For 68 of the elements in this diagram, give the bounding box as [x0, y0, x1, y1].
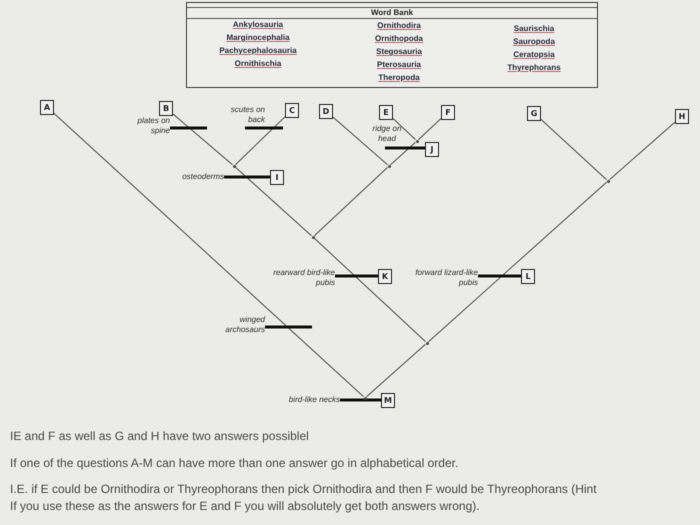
instruction-text: If one of the questions A-M can have more than one answer go in alphabetical order. [10, 455, 460, 472]
trait-label: bird-like necks [276, 395, 340, 405]
word-bank-term: Pachycephalosauria [219, 46, 297, 56]
branch-point [388, 164, 390, 168]
branch-point [232, 164, 236, 168]
branch-line [540, 118, 607, 180]
word-bank-term: Stegosauria [376, 47, 422, 57]
branch-line [332, 116, 388, 166]
branch-line [314, 166, 388, 236]
word-bank-table [186, 2, 598, 88]
letter-box: M [381, 392, 395, 408]
trait-label: plates on spine [126, 116, 170, 136]
letter-box: C [285, 102, 299, 118]
trait-label: ridge on head [366, 124, 408, 148]
trait-bar [265, 326, 312, 328]
branch-line [390, 142, 416, 166]
branch-point [416, 140, 418, 142]
word-bank-term: Ornithischia [234, 59, 282, 69]
letter-box: K [378, 268, 392, 284]
word-bank-term: Sauropoda [513, 37, 555, 47]
trait-bar [170, 126, 207, 130]
branch-point [426, 342, 428, 344]
word-bank-term: Saurischia [514, 24, 554, 34]
word-bank-term: Pterosauria [376, 60, 422, 70]
branch-line [235, 116, 286, 166]
letter-box: E [379, 104, 393, 120]
letter-box: A [40, 100, 54, 114]
branch-point [312, 236, 314, 238]
branch-line [418, 118, 442, 140]
branch-line [609, 122, 676, 180]
branch-point [606, 180, 610, 182]
letter-box: I [270, 170, 284, 184]
letter-box: J [425, 142, 439, 156]
word-bank-term: Marginocephalia [226, 33, 290, 43]
branch-line [172, 114, 233, 166]
word-bank-term: Ceratopsia [513, 50, 555, 60]
instruction-text: I.E. if E could be Ornithodira or Thyreophorans then pick Ornithodira and then F would be Thyreophorans (Hint If you use these as the answers for E and F you will absolutely get both answers wrong). [10, 481, 598, 515]
table-heading: Word Bank [370, 8, 414, 18]
letter-box: D [319, 104, 333, 118]
word-bank-term: Theropoda [378, 73, 420, 83]
trait-label: rearward bird-like pubis [271, 268, 335, 288]
branch-point [364, 396, 366, 400]
trait-label: osteoderms [170, 172, 224, 182]
trait-label: forward lizard-like pubis [408, 268, 478, 288]
instruction-text: IE and F as well as G and H have two answers possiblel [10, 428, 310, 445]
letter-box: G [527, 106, 541, 120]
word-bank-term: Ankylosauria [232, 20, 284, 30]
branch-line [314, 238, 426, 342]
branch-line [366, 344, 426, 398]
branch-line [428, 182, 607, 342]
trait-bar [335, 274, 378, 278]
branch-line [392, 118, 416, 140]
trait-label: winged archosaurs [217, 315, 265, 335]
branch-line [235, 166, 312, 236]
word-bank-term: Ornithodira [377, 21, 421, 31]
trait-bar [385, 146, 425, 150]
word-bank-term: Ornithopoda [375, 34, 423, 44]
trait-bar [478, 274, 521, 278]
trait-bar [224, 176, 270, 178]
trait-label: scutes on back [229, 105, 265, 128]
letter-box: L [521, 268, 535, 284]
letter-box: H [675, 108, 689, 124]
trait-bar [340, 398, 381, 402]
trait-bar [245, 126, 283, 130]
word-bank-term: Thyrephorans [507, 63, 561, 73]
branch-line [54, 112, 364, 398]
letter-box: F [441, 104, 455, 120]
letter-box: B [159, 100, 173, 116]
